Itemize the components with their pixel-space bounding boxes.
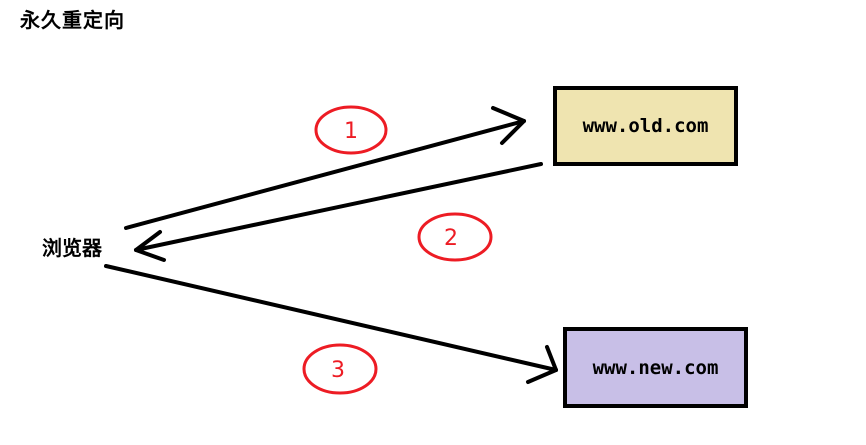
diagram-title: 永久重定向 [20,8,125,32]
step-1-circle [314,105,388,155]
step-3-marker: 3 [302,343,378,395]
old-server-label: www.old.com [582,115,709,137]
step-1-marker: 1 [314,105,388,155]
browser-label: 浏览器 [42,236,102,260]
step-1-number: 1 [344,119,358,144]
new-server-box: www.new.com [563,327,748,408]
arrow-2-redirect-response [134,162,543,262]
step-3-number: 3 [331,358,345,383]
step-2-circle [417,212,493,262]
arrow-1-request-old [124,106,526,230]
step-2-number: 2 [444,226,458,251]
new-server-label: www.new.com [592,356,719,379]
arrow-3-request-new [104,264,558,384]
step-2-marker: 2 [417,212,493,262]
old-server-box: www.old.com [553,86,738,166]
step-3-circle [302,343,378,395]
